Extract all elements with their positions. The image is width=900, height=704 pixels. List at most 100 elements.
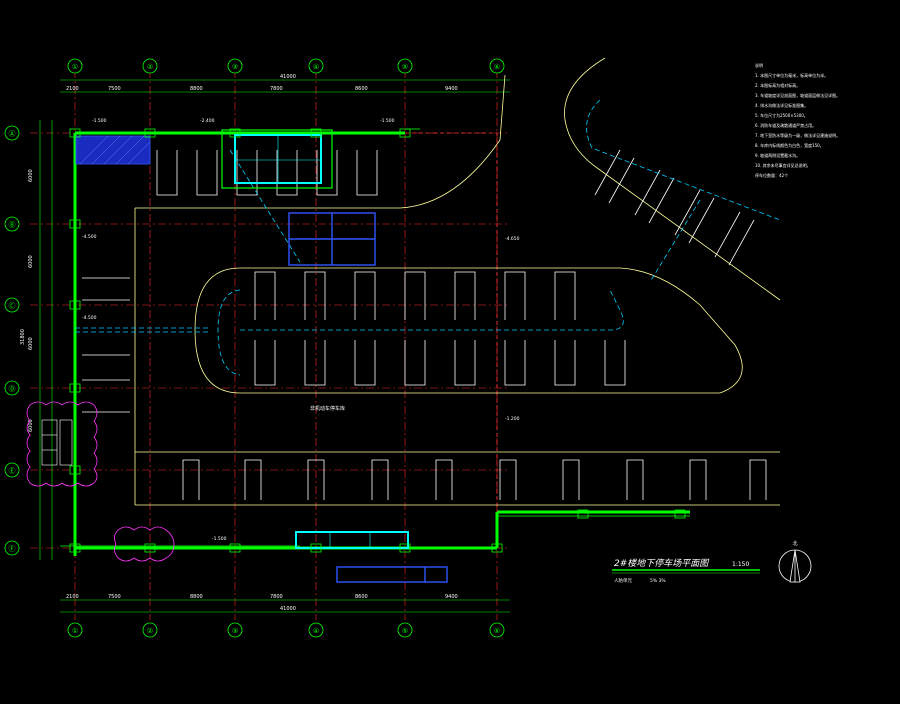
grid-bubble-left-1: Ⓐ (4, 125, 20, 141)
general-notes: 说明 1. 本图尺寸单位为毫米，标高单位为米。 2. 本图标高为相对标高。 3.… (755, 62, 840, 178)
dim-top-2: 7500 (108, 86, 121, 92)
parking-stall (354, 340, 376, 386)
parking-stall (562, 459, 580, 500)
svg-text:④: ④ (313, 627, 319, 635)
column-markers (69, 128, 686, 553)
dim-top-6: 9400 (445, 86, 458, 92)
elevation-5: -1.500 (380, 118, 395, 124)
column-marker (69, 128, 81, 138)
grid-bubble-left-4: Ⓓ (4, 380, 20, 396)
grid-bubble-bottom-2: ② (142, 622, 158, 638)
parking-stall (499, 459, 517, 500)
parking-stall (634, 169, 675, 224)
svg-text:Ⓐ: Ⓐ (9, 130, 16, 138)
thin-walls (60, 128, 690, 547)
column-marker (69, 465, 81, 475)
parking-stall (504, 271, 526, 320)
grid-bubble-bottom-3: ③ (227, 622, 243, 638)
dim-top-3: 8800 (190, 86, 203, 92)
elevation-2: -2.400 (200, 118, 215, 124)
column-marker (69, 219, 81, 229)
north-arrow-icon: 北 (778, 540, 812, 583)
dim-left-5: 6000 (28, 419, 34, 432)
parking-stall (404, 271, 426, 320)
note-line: 10. 其余未尽事宜详见总说明。 (755, 162, 811, 168)
svg-text:①: ① (72, 63, 78, 71)
dim-top-total: 41000 (280, 74, 296, 80)
svg-text:Ⓔ: Ⓔ (9, 467, 16, 475)
drawing-title: 2#楼地下停车场平面图 (614, 558, 710, 569)
grid-bubble-bottom-5: ⑤ (397, 622, 413, 638)
parking-stall (604, 340, 626, 386)
column-marker (491, 543, 503, 553)
drawing-subtitle: 人防单元 (614, 577, 632, 584)
grid-bubble-bottom-1: ① (67, 622, 83, 638)
grid-bubble-left-3: Ⓒ (4, 297, 20, 313)
parking-stall (594, 149, 635, 204)
parking-stall (454, 340, 476, 386)
notes-heading: 说明 (755, 62, 763, 68)
dim-bottom-5: 8600 (355, 594, 368, 600)
drawing-subtitle-value: 5% 3% (650, 578, 666, 584)
note-line: 9. 坡道两侧设置截水沟。 (755, 152, 800, 158)
parking-stall (454, 271, 476, 320)
grid-bubbles: ① ② ③ ④ ⑤ ⑥ ① ② ③ ④ ⑤ ⑥ Ⓐ Ⓑ Ⓒ Ⓓ Ⓔ Ⓕ (4, 58, 505, 638)
column-marker (69, 383, 81, 393)
left-equipment (41, 419, 73, 466)
parking-stall (554, 340, 576, 386)
dim-left-4: 6000 (28, 337, 34, 350)
site-boundary (405, 132, 498, 512)
drain-lines (75, 99, 781, 376)
parking-stall (236, 150, 258, 196)
column-marker (69, 300, 81, 310)
stair-core-top (221, 129, 333, 189)
svg-text:⑤: ⑤ (402, 63, 408, 71)
dim-top-1: 2100 (66, 86, 79, 92)
svg-text:②: ② (147, 63, 153, 71)
road-outlines (134, 57, 781, 506)
parking-stall (435, 459, 453, 500)
svg-text:②: ② (147, 627, 153, 635)
dim-left-3: 6000 (28, 255, 34, 268)
parking-stall (689, 459, 707, 500)
elevation-1: -1.500 (92, 118, 107, 124)
elevation-labels: -1.500 -2.400 -4.500 -4.500 -1.500 -4.65… (82, 118, 520, 542)
svg-text:⑥: ⑥ (494, 627, 500, 635)
parking-stall (304, 271, 326, 320)
elevation-7: -1.200 (505, 416, 520, 422)
area-label: 非机动车停车库 (310, 405, 345, 412)
dim-bottom-1: 2100 (66, 594, 79, 600)
drawing-scale: 1:150 (732, 561, 749, 568)
grid-bubble-top-5: ⑤ (397, 58, 413, 74)
elevation-3: -4.500 (82, 234, 97, 240)
note-line: 2. 本图标高为相对标高。 (755, 82, 800, 88)
parking-stall (714, 211, 755, 266)
svg-text:Ⓑ: Ⓑ (9, 221, 16, 229)
elevation-8: -1.500 (212, 536, 227, 542)
svg-text:Ⓒ: Ⓒ (9, 302, 16, 310)
parking-stall (254, 271, 276, 320)
revision-clouds (26, 401, 175, 562)
parking-stall (749, 459, 767, 500)
note-line: 8. 车库内标线颜色为白色，宽度150。 (755, 142, 824, 148)
grid-bubble-top-1: ① (67, 58, 83, 74)
parking-stall (404, 340, 426, 386)
dim-left-2: 6000 (28, 169, 34, 182)
parking-stall (626, 459, 644, 500)
dimension-texts: 2100 7500 8800 7800 8600 9400 41000 2100… (20, 74, 458, 612)
parking-stall (371, 459, 389, 500)
dim-bottom-2: 7500 (108, 594, 121, 600)
parking-stall (244, 459, 262, 500)
dim-left-total: 31800 (20, 329, 26, 345)
grid-bubble-top-6: ⑥ (489, 58, 505, 74)
parking-stall (354, 271, 376, 320)
column-marker (229, 543, 241, 553)
dim-bottom-total: 41000 (280, 606, 296, 612)
dim-top-4: 7800 (270, 86, 283, 92)
parking-stall (196, 150, 218, 196)
equipment-room (288, 212, 448, 583)
grid-bubble-bottom-6: ⑥ (489, 622, 505, 638)
note-line: 7. 地下室防水等级为一级，做法详见建施说明。 (755, 132, 840, 138)
